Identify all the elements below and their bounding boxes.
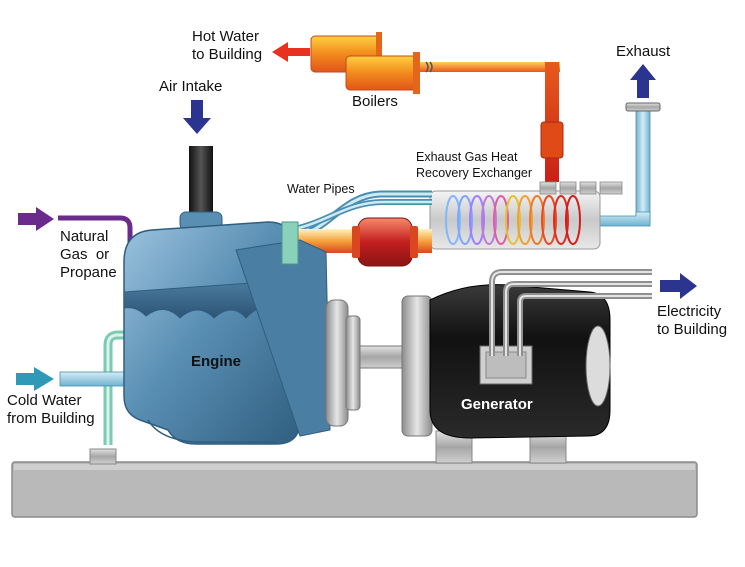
fuel-arrow-icon	[18, 207, 54, 231]
label-engine: Engine	[191, 353, 241, 370]
electrical-conduits	[489, 269, 652, 356]
boilers	[310, 32, 420, 94]
label-hot-water-line1: Hot Water	[192, 28, 259, 45]
hot-water-arrow-icon	[272, 42, 310, 62]
air-intake-stack	[179, 146, 223, 231]
base-platform	[11, 461, 698, 518]
label-exchanger-line1: Exhaust Gas Heat	[416, 150, 518, 164]
label-boilers: Boilers	[352, 93, 398, 110]
label-fuel-line1: Natural	[60, 228, 108, 245]
label-cold-water-line1: Cold Water	[7, 392, 81, 409]
label-fuel-line3: Propane	[60, 264, 117, 281]
label-fuel-line2: Gas or	[60, 246, 109, 263]
label-exchanger-line2: Recovery Exchanger	[416, 166, 532, 180]
label-water-pipes: Water Pipes	[287, 182, 355, 196]
exhaust-arrow-icon	[630, 64, 656, 98]
drive-shaft	[359, 345, 409, 369]
fuel-line	[58, 215, 133, 250]
cold-water-pipe	[59, 330, 129, 445]
label-electricity-line1: Electricity	[657, 303, 722, 320]
label-exhaust: Exhaust	[616, 43, 671, 60]
exhaust-stack	[599, 102, 661, 227]
cold-water-arrow-icon	[16, 367, 54, 391]
electricity-arrow-icon	[660, 273, 697, 299]
flywheel	[325, 299, 361, 427]
heat-recovery-exchanger	[429, 181, 623, 250]
exhaust-pipe	[292, 217, 432, 267]
boiler-supply-pipe	[420, 61, 564, 182]
air-intake-arrow-icon	[183, 100, 211, 134]
label-cold-water-line2: from Building	[7, 410, 95, 427]
engine	[123, 221, 331, 445]
label-hot-water-line2: to Building	[192, 46, 262, 63]
label-air-intake: Air Intake	[159, 78, 222, 95]
label-generator: Generator	[461, 396, 533, 413]
label-electricity-line2: to Building	[657, 321, 727, 338]
generator	[401, 284, 611, 439]
